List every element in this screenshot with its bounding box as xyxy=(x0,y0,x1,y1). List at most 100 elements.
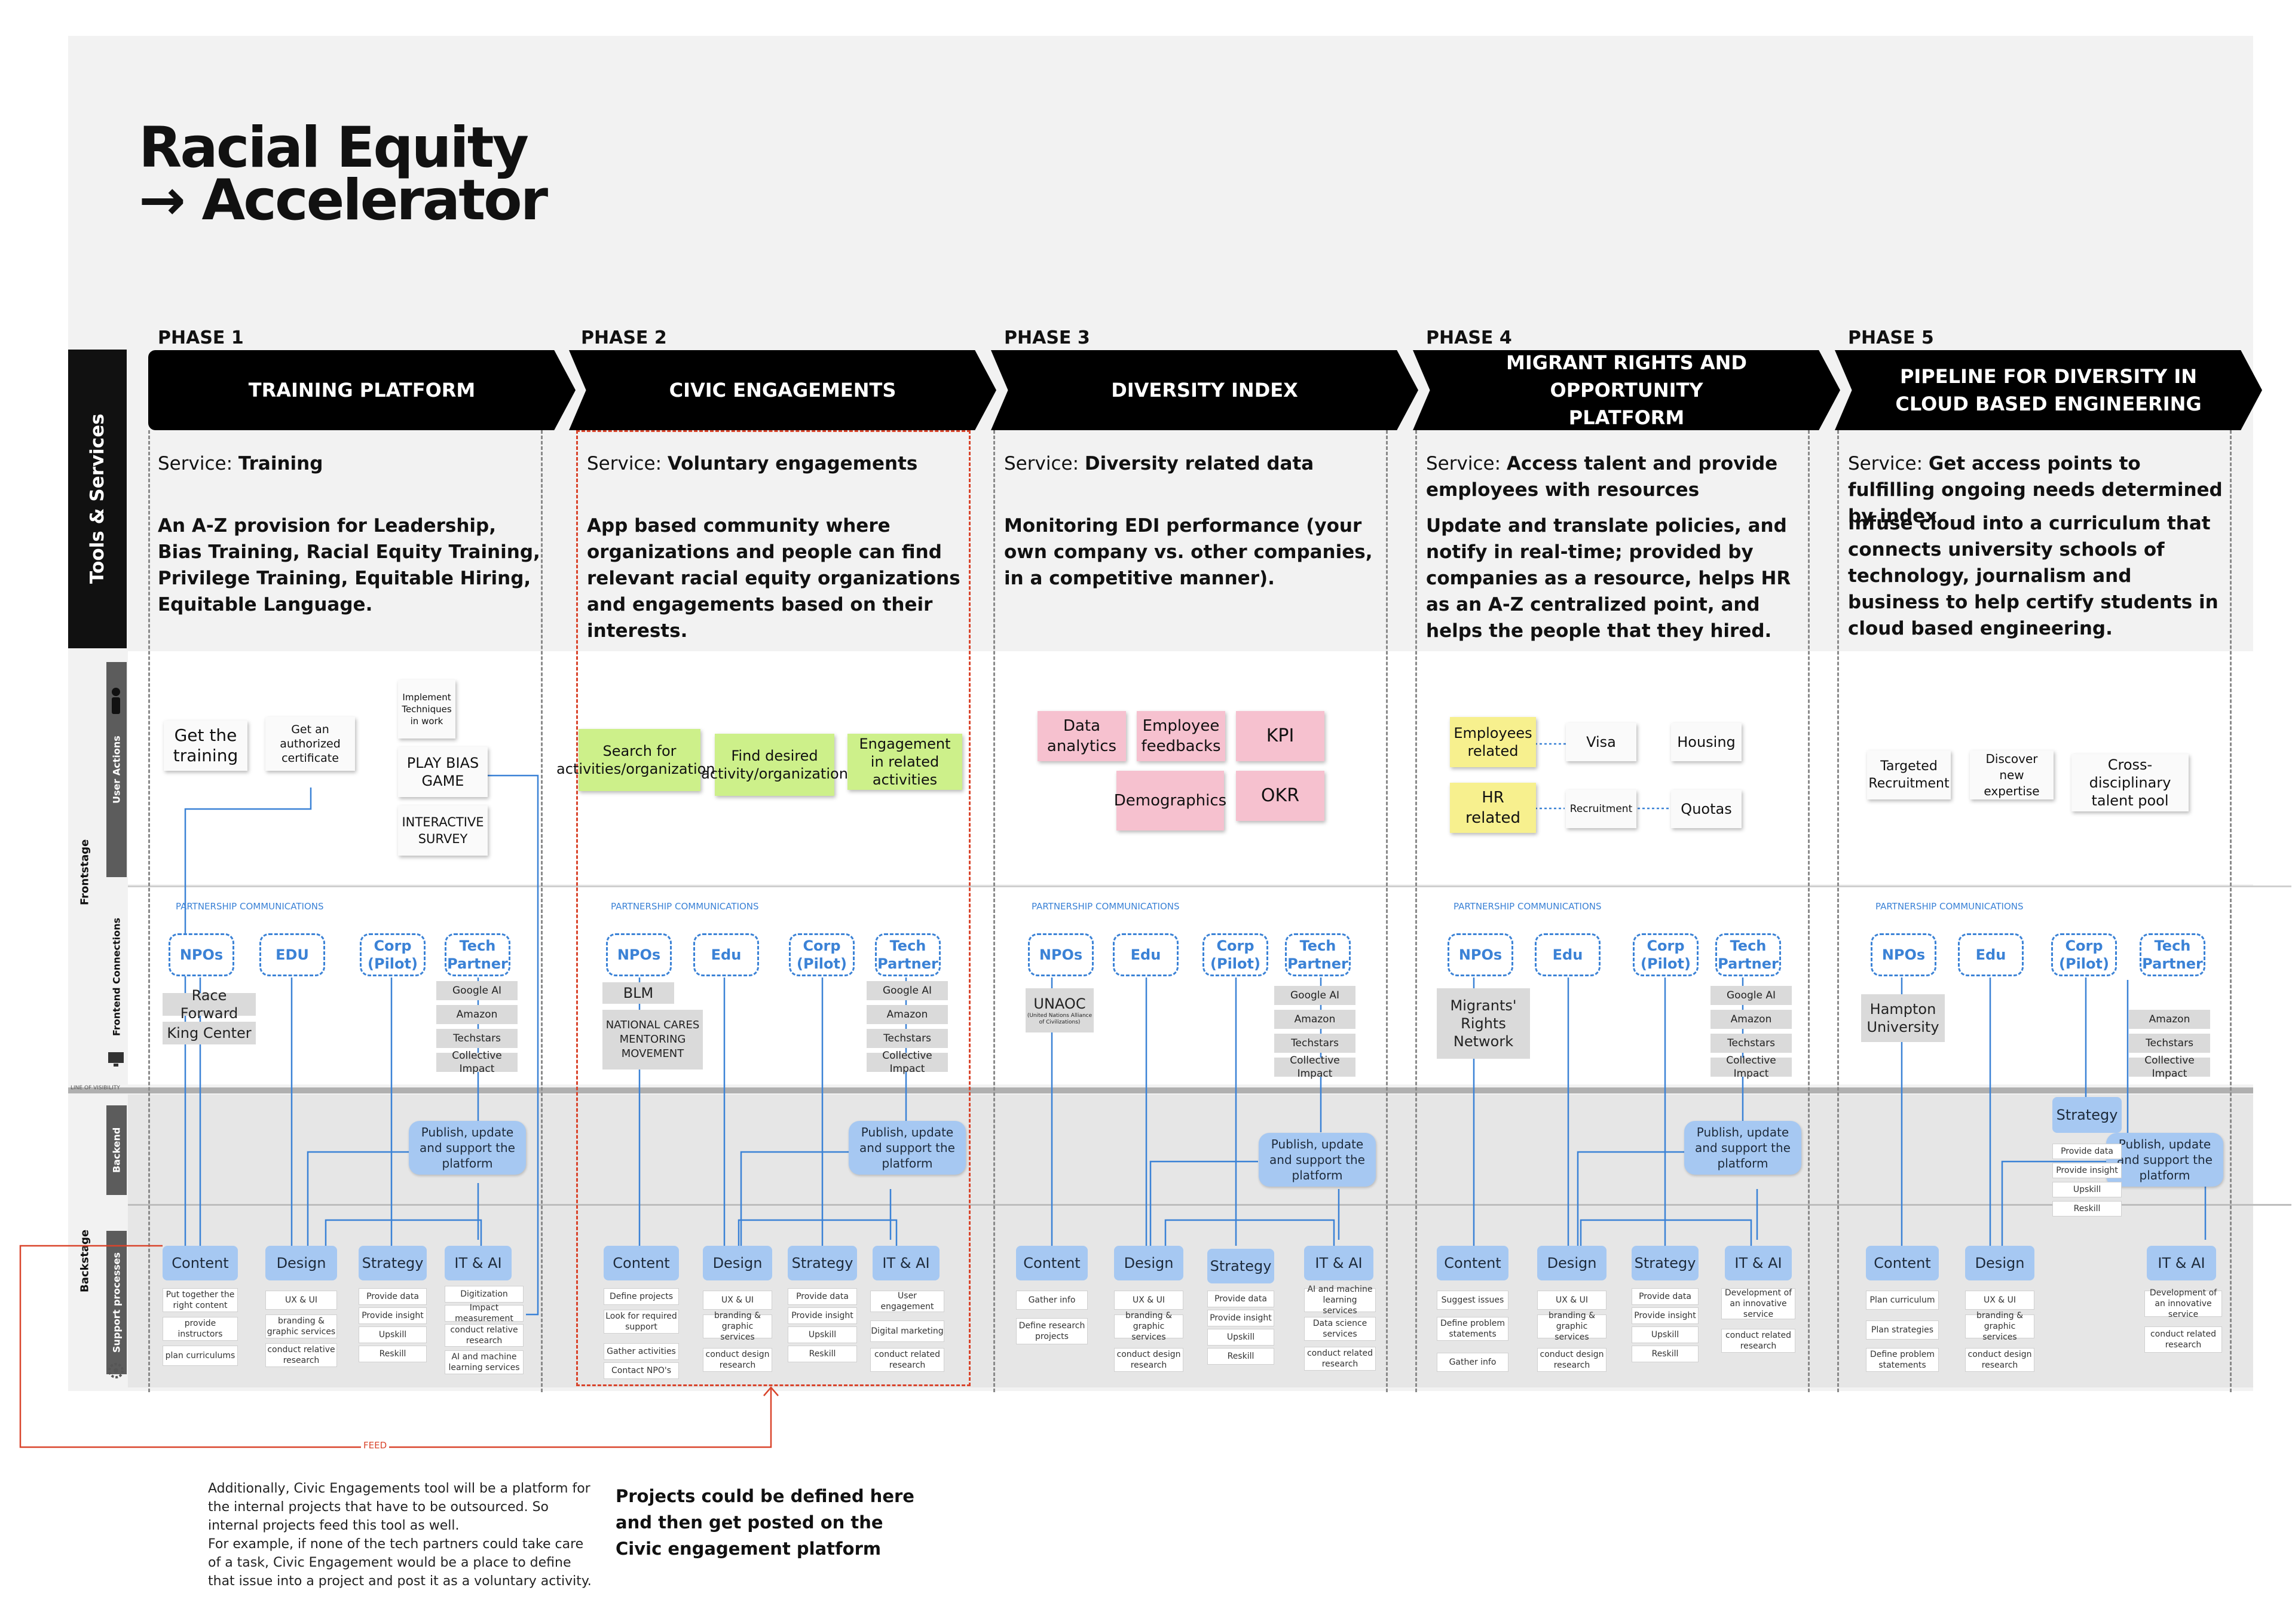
p4-visa-sticky[interactable]: Visa xyxy=(1566,723,1636,761)
p1-it-box[interactable]: IT & AI xyxy=(445,1246,512,1280)
p5-it-box[interactable]: IT & AI xyxy=(2147,1246,2216,1280)
p5-backend-strategy-box[interactable]: Strategy xyxy=(2052,1097,2122,1133)
p2-npos-box[interactable]: NPOs xyxy=(606,933,672,976)
p4-npos-box[interactable]: NPOs xyxy=(1448,933,1513,976)
p2-search-sticky[interactable]: Search for activities/organizations xyxy=(556,729,723,791)
phase4-description: Update and translate policies, and notif… xyxy=(1426,515,1791,642)
p5-targeted-sticky[interactable]: Targeted Recruitment xyxy=(1867,750,1951,799)
phase5-service: Service: Get access points to fulfilling… xyxy=(1848,453,2223,527)
p1-implement-sticky[interactable]: Implement Techniques in work xyxy=(398,680,455,739)
p4-employees-related-sticky[interactable]: Employees related xyxy=(1450,717,1536,767)
p5-design-support-1: UX & UI xyxy=(1965,1291,2034,1310)
p4-strategy-box[interactable]: Strategy xyxy=(1632,1246,1699,1280)
p4-it-box[interactable]: IT & AI xyxy=(1725,1246,1792,1280)
p5-publish-box[interactable]: Publish, update and support the platform xyxy=(2106,1133,2223,1187)
p3-content-box[interactable]: Content xyxy=(1016,1246,1088,1280)
p4-hr-related-sticky[interactable]: HR related xyxy=(1450,783,1536,833)
p2-tech-collective: Collective Impact xyxy=(867,1050,948,1075)
phase3-banner[interactable]: DIVERSITY INDEX xyxy=(991,350,1418,430)
line-of-visibility-label: LINE OF VISIBILITY xyxy=(71,1085,120,1091)
p1-npos-box[interactable]: NPOs xyxy=(169,933,234,976)
p1-strategy-box[interactable]: Strategy xyxy=(359,1246,427,1280)
p2-strategy-box[interactable]: Strategy xyxy=(788,1246,857,1280)
phase1-label: PHASE 1 xyxy=(158,327,244,348)
phase1-banner[interactable]: TRAINING PLATFORM xyxy=(148,350,576,430)
p2-design-support-1: UX & UI xyxy=(703,1291,772,1310)
p4-recruitment-sticky[interactable]: Recruitment xyxy=(1566,790,1636,828)
p4-design-box[interactable]: Design xyxy=(1537,1246,1606,1280)
p3-data-analytics-sticky[interactable]: Data analytics xyxy=(1038,711,1126,761)
p5-design-support-3: conduct design research xyxy=(1965,1348,2034,1372)
p3-strategy-box[interactable]: Strategy xyxy=(1207,1249,1274,1283)
p1-npo-race-forward: Race Forward xyxy=(163,987,256,1022)
p4-quotas-sticky[interactable]: Quotas xyxy=(1671,790,1742,828)
p3-kpi-sticky[interactable]: KPI xyxy=(1236,711,1324,761)
p2-publish-box[interactable]: Publish, update and support the platform xyxy=(849,1121,966,1175)
p5-backend-provide-data: Provide data xyxy=(2052,1144,2122,1159)
p3-edu-box[interactable]: Edu xyxy=(1113,933,1179,976)
p2-edu-box[interactable]: Edu xyxy=(693,933,759,976)
p1-tech-box[interactable]: Tech Partner xyxy=(445,933,510,976)
p5-npos-box[interactable]: NPOs xyxy=(1871,933,1936,976)
p5-tech-box[interactable]: Tech Partner xyxy=(2140,933,2205,976)
phase5-banner[interactable]: PIPELINE FOR DIVERSITY IN CLOUD BASED EN… xyxy=(1835,350,2262,430)
phase1-name: TRAINING PLATFORM xyxy=(248,379,476,402)
p1-play-bias-sticky[interactable]: PLAY BIAS GAME xyxy=(398,747,488,797)
p2-engage-sticky[interactable]: Engagement in related activities xyxy=(847,734,962,790)
p5-tech-techstars: Techstars xyxy=(2129,1034,2210,1053)
p2-it-box[interactable]: IT & AI xyxy=(873,1246,940,1280)
p1-publish-box[interactable]: Publish, update and support the platform xyxy=(409,1121,526,1175)
p4-content-box[interactable]: Content xyxy=(1437,1246,1508,1280)
p5-design-box[interactable]: Design xyxy=(1965,1246,2034,1280)
p1-content-box[interactable]: Content xyxy=(163,1246,238,1280)
phase3-description: Monitoring EDI performance (your own com… xyxy=(1004,515,1373,589)
p1-get-training-sticky[interactable]: Get the training xyxy=(164,721,247,771)
p2-design-box[interactable]: Design xyxy=(703,1246,772,1280)
p2-it-support-3: conduct related research xyxy=(870,1348,944,1372)
p3-npos-box[interactable]: NPOs xyxy=(1028,933,1094,976)
p3-design-box[interactable]: Design xyxy=(1114,1246,1183,1280)
p5-edu-box[interactable]: Edu xyxy=(1958,933,2024,976)
p5-edu-hampton: Hampton University xyxy=(1861,994,1945,1042)
p1-certificate-sticky[interactable]: Get an authorized certificate xyxy=(265,717,355,771)
p5-discover-sticky[interactable]: Discover new expertise xyxy=(1970,750,2054,799)
p3-tech-amazon: Amazon xyxy=(1274,1010,1355,1029)
p1-corp-box[interactable]: Corp (Pilot) xyxy=(360,933,426,976)
p3-tech-box[interactable]: Tech Partner xyxy=(1285,933,1351,976)
p4-corp-box[interactable]: Corp (Pilot) xyxy=(1633,933,1699,976)
p4-tech-box[interactable]: Tech Partner xyxy=(1715,933,1781,976)
p3-it-support-1: AI and machine learning services xyxy=(1304,1285,1376,1316)
p4-edu-box[interactable]: Edu xyxy=(1535,933,1601,976)
p4-publish-box[interactable]: Publish, update and support the platform xyxy=(1684,1121,1801,1175)
p2-strategy-support-1: Provide data xyxy=(788,1288,857,1305)
p3-publish-box[interactable]: Publish, update and support the platform xyxy=(1259,1133,1376,1187)
p2-content-box[interactable]: Content xyxy=(604,1246,679,1280)
p5-content-box[interactable]: Content xyxy=(1866,1246,1939,1280)
phase2-column-highlight xyxy=(576,430,971,1386)
p2-strategy-support-2: Provide insight xyxy=(788,1307,857,1324)
p1-tech-google: Google AI xyxy=(436,981,518,1000)
p1-survey-sticky[interactable]: INTERACTIVE SURVEY xyxy=(398,805,488,856)
p2-corp-box[interactable]: Corp (Pilot) xyxy=(789,933,855,976)
p1-design-box[interactable]: Design xyxy=(265,1246,337,1280)
p2-tech-box[interactable]: Tech Partner xyxy=(875,933,941,976)
p2-find-sticky[interactable]: Find desired activity/organization xyxy=(701,734,848,796)
phase3-service: Service: Diversity related data xyxy=(1004,453,1314,474)
p1-strategy-support-2: Provide insight xyxy=(359,1307,427,1324)
frontstage-divider xyxy=(128,885,2291,887)
phase4-banner[interactable]: MIGRANT RIGHTS AND OPPORTUNITY PLATFORM xyxy=(1413,350,1840,430)
phase4-column xyxy=(1415,430,1810,1392)
p3-corp-box[interactable]: Corp (Pilot) xyxy=(1202,933,1268,976)
p3-it-box[interactable]: IT & AI xyxy=(1304,1246,1373,1280)
p5-corp-box[interactable]: Corp (Pilot) xyxy=(2051,933,2117,976)
p3-demographics-sticky[interactable]: Demographics xyxy=(1114,771,1226,831)
p5-talent-pool-sticky[interactable]: Cross-disciplinary talent pool xyxy=(2071,754,2189,811)
phase2-banner[interactable]: CIVIC ENGAGEMENTS xyxy=(569,350,996,430)
p3-okr-sticky[interactable]: OKR xyxy=(1236,771,1324,821)
p5-partnership-label: PARTNERSHIP COMMUNICATIONS xyxy=(1875,901,2024,912)
p4-housing-sticky[interactable]: Housing xyxy=(1671,723,1742,761)
p1-edu-box[interactable]: EDU xyxy=(259,933,325,976)
p3-strategy-support-3: Upskill xyxy=(1207,1329,1274,1346)
p5-backend-upskill: Upskill xyxy=(2052,1182,2122,1197)
p3-employee-feedbacks-sticky[interactable]: Employee feedbacks xyxy=(1137,711,1225,761)
